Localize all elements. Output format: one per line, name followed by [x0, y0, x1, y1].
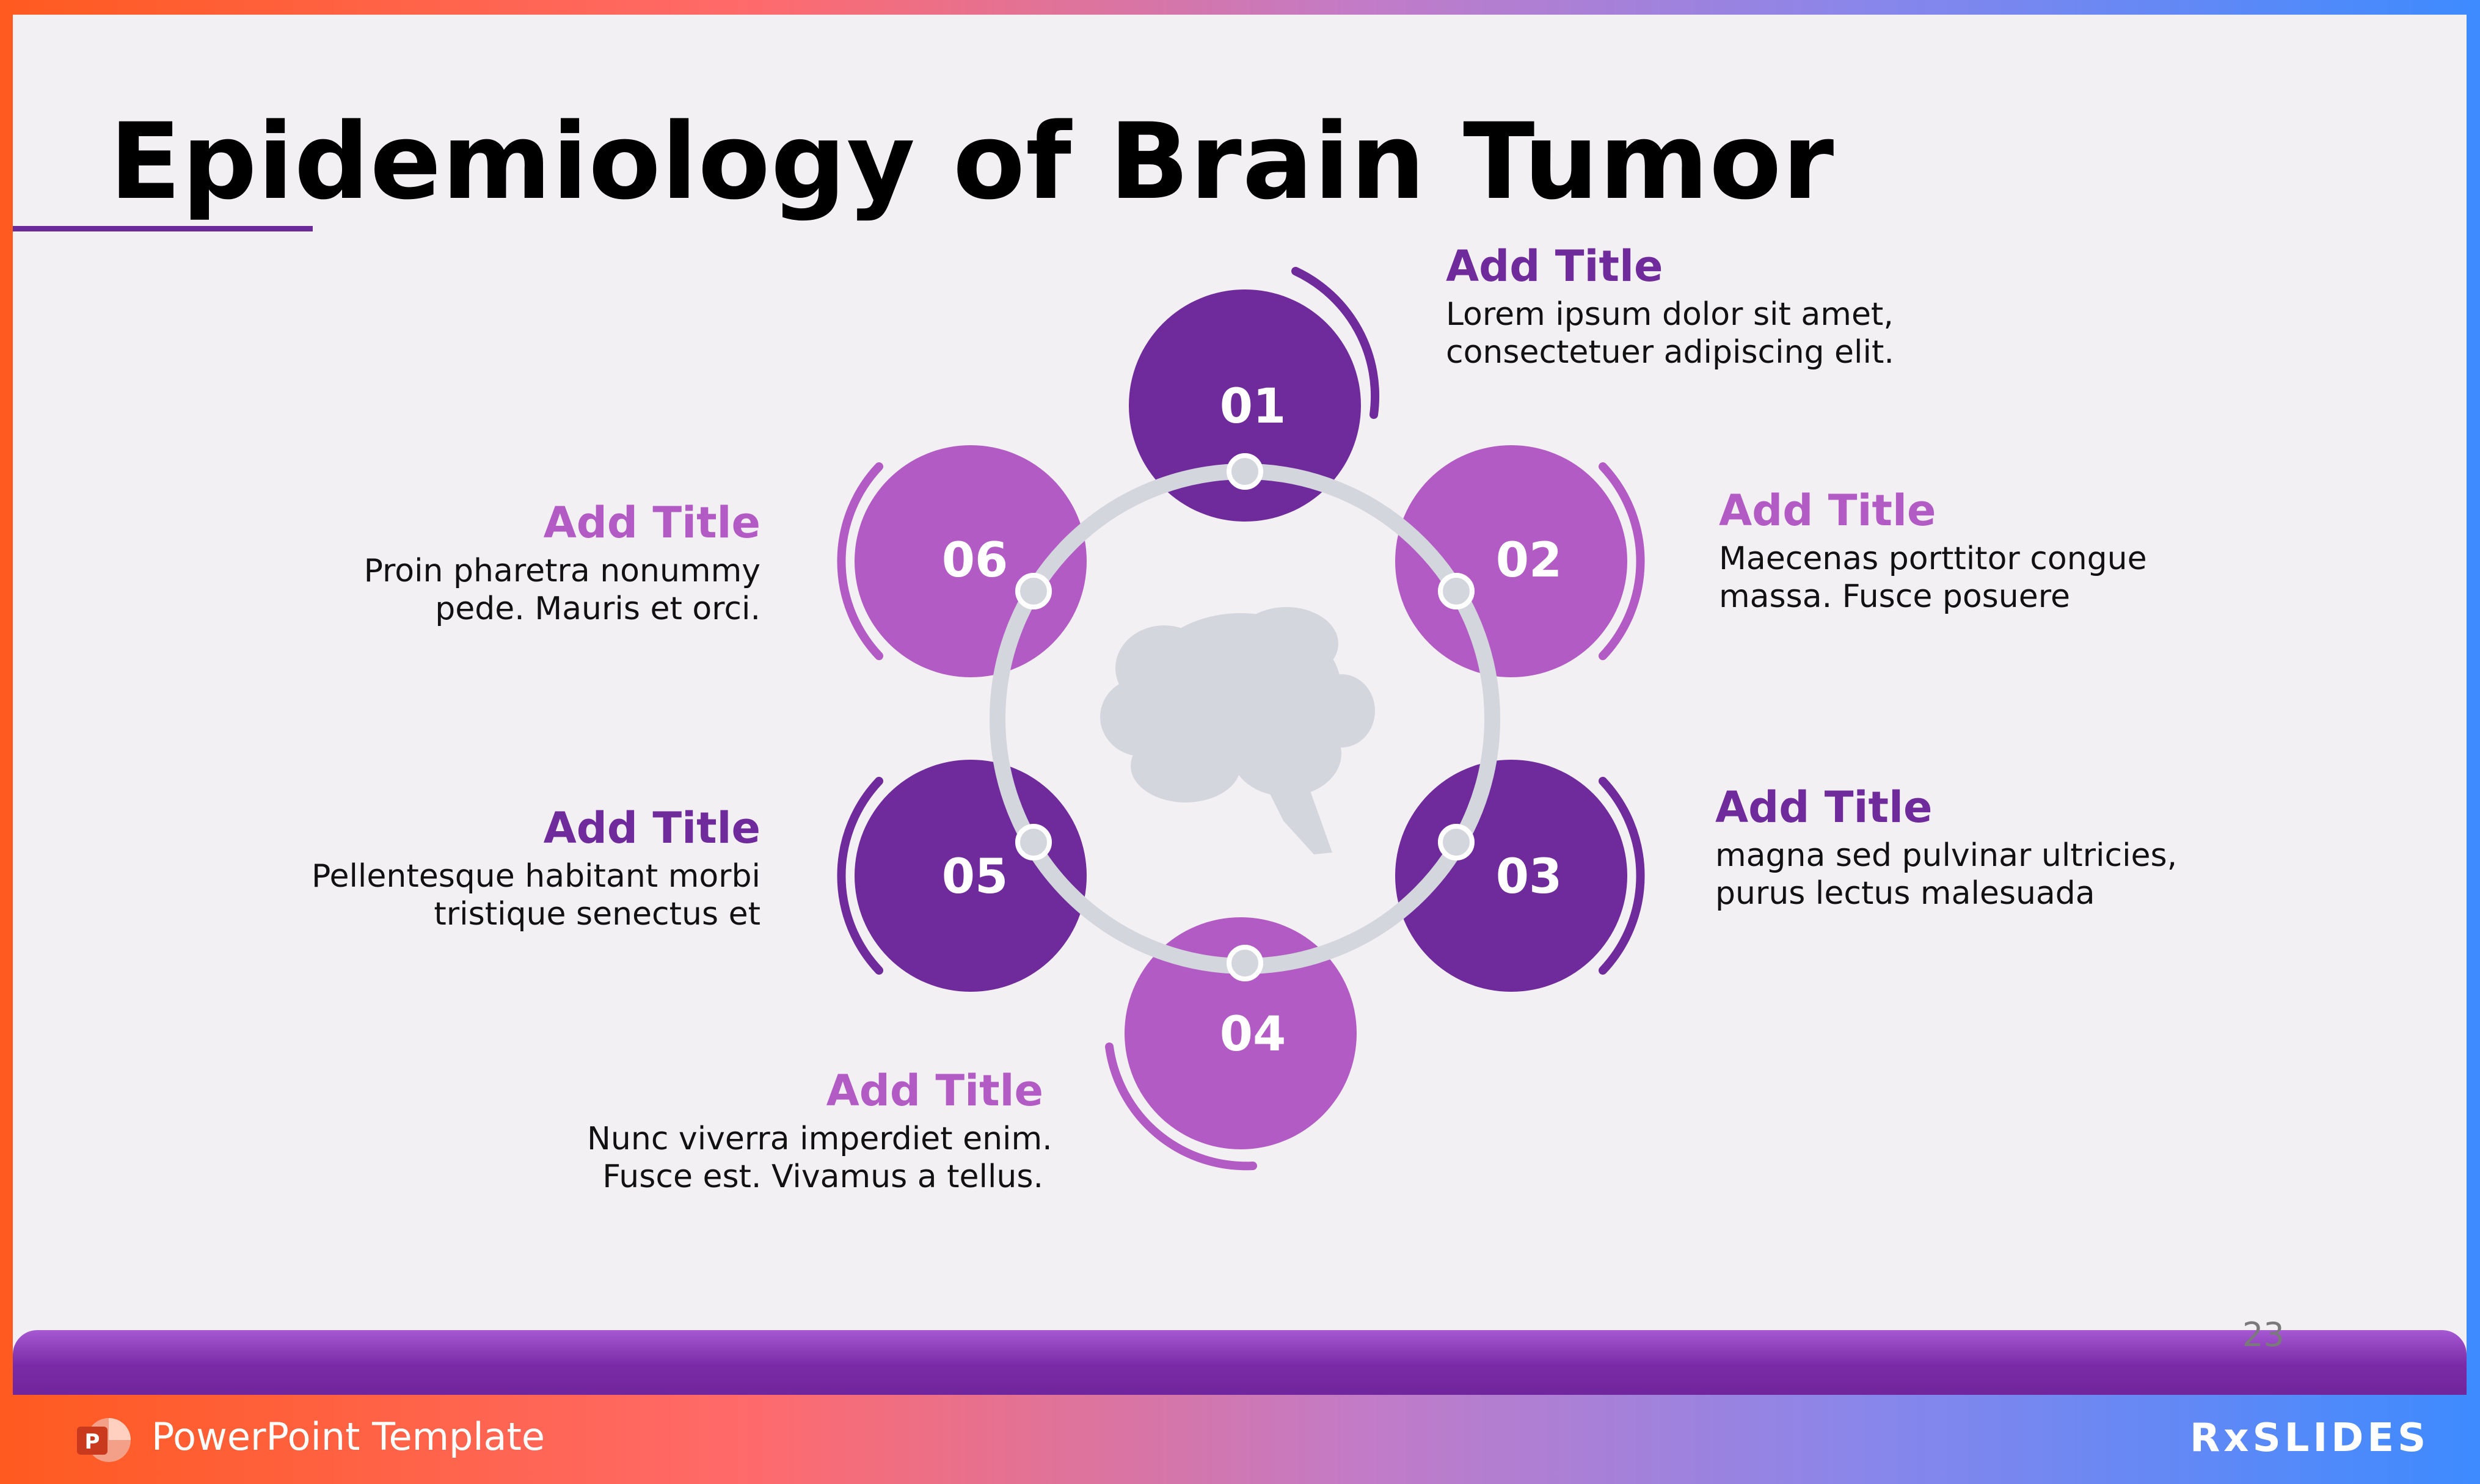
page-number: 23 — [2242, 1315, 2285, 1354]
node-03 — [1440, 826, 1472, 858]
slide-canvas: Epidemiology of Brain Tumor — [13, 15, 2467, 1395]
step-04-body-line-1: Nunc viverra imperdiet enim. — [587, 1120, 1043, 1158]
step-05-body-line-1: Pellentesque habitant morbi — [306, 857, 760, 895]
step-04-body-line-2: Fusce est. Vivamus a tellus. — [587, 1158, 1043, 1196]
step-06-title: Add Title — [355, 497, 760, 548]
step-04-number: 04 — [1220, 1007, 1286, 1062]
step-06-text: Add Title Proin pharetra nonummy pede. M… — [355, 497, 760, 628]
step-02-text: Add Title Maecenas porttitor congue mass… — [1719, 485, 2147, 616]
step-05-title: Add Title — [306, 802, 760, 854]
step-01-body-line-1: Lorem ipsum dolor sit amet, — [1446, 296, 1894, 333]
cycle-diagram: 01 02 03 04 05 06 — [13, 15, 2467, 1395]
step-01-body: Lorem ipsum dolor sit amet, consectetuer… — [1446, 296, 1894, 371]
step-03-text: Add Title magna sed pulvinar ultricies, … — [1715, 782, 2177, 912]
step-01-text: Add Title Lorem ipsum dolor sit amet, co… — [1446, 241, 1894, 371]
step-05-body: Pellentesque habitant morbi tristique se… — [306, 857, 760, 933]
node-04 — [1229, 947, 1261, 979]
step-03-number: 03 — [1496, 849, 1563, 904]
step-03-title: Add Title — [1715, 782, 2177, 833]
step-03-body: magna sed pulvinar ultricies, purus lect… — [1715, 837, 2177, 912]
step-02-body-line-2: massa. Fusce posuere — [1719, 578, 2147, 616]
brain-icon — [1100, 607, 1375, 854]
step-05-text: Add Title Pellentesque habitant morbi tr… — [306, 802, 760, 933]
step-04-title: Add Title — [587, 1065, 1043, 1116]
step-02-number: 02 — [1496, 533, 1563, 588]
step-01-body-line-2: consectetuer adipiscing elit. — [1446, 333, 1894, 371]
step-03-body-line-1: magna sed pulvinar ultricies, — [1715, 837, 2177, 875]
footer-label: PowerPoint Template — [151, 1414, 545, 1459]
step-06-number: 06 — [942, 533, 1008, 588]
step-04-text: Add Title Nunc viverra imperdiet enim. F… — [587, 1065, 1043, 1196]
step-02-body: Maecenas porttitor congue massa. Fusce p… — [1719, 540, 2147, 616]
svg-text:P: P — [85, 1430, 100, 1454]
node-02 — [1440, 575, 1472, 607]
step-02-title: Add Title — [1719, 485, 2147, 536]
step-03-body-line-2: purus lectus malesuada — [1715, 875, 2177, 912]
step-05-body-line-2: tristique senectus et — [306, 895, 760, 933]
step-05-number: 05 — [942, 849, 1008, 904]
step-01-number: 01 — [1220, 379, 1286, 434]
step-06-body-line-2: pede. Mauris et orci. — [355, 590, 760, 628]
brand-logo: RxSLIDES — [2190, 1416, 2429, 1461]
step-06-body: Proin pharetra nonummy pede. Mauris et o… — [355, 552, 760, 628]
powerpoint-icon: P — [75, 1414, 131, 1466]
step-01-title: Add Title — [1446, 241, 1894, 292]
step-04-body: Nunc viverra imperdiet enim. Fusce est. … — [587, 1120, 1043, 1196]
node-01 — [1229, 456, 1261, 487]
step-06-body-line-1: Proin pharetra nonummy — [355, 552, 760, 590]
node-06 — [1018, 575, 1049, 607]
node-05 — [1018, 826, 1049, 858]
step-02-body-line-1: Maecenas porttitor congue — [1719, 540, 2147, 578]
slide-bottom-bar — [13, 1330, 2467, 1395]
